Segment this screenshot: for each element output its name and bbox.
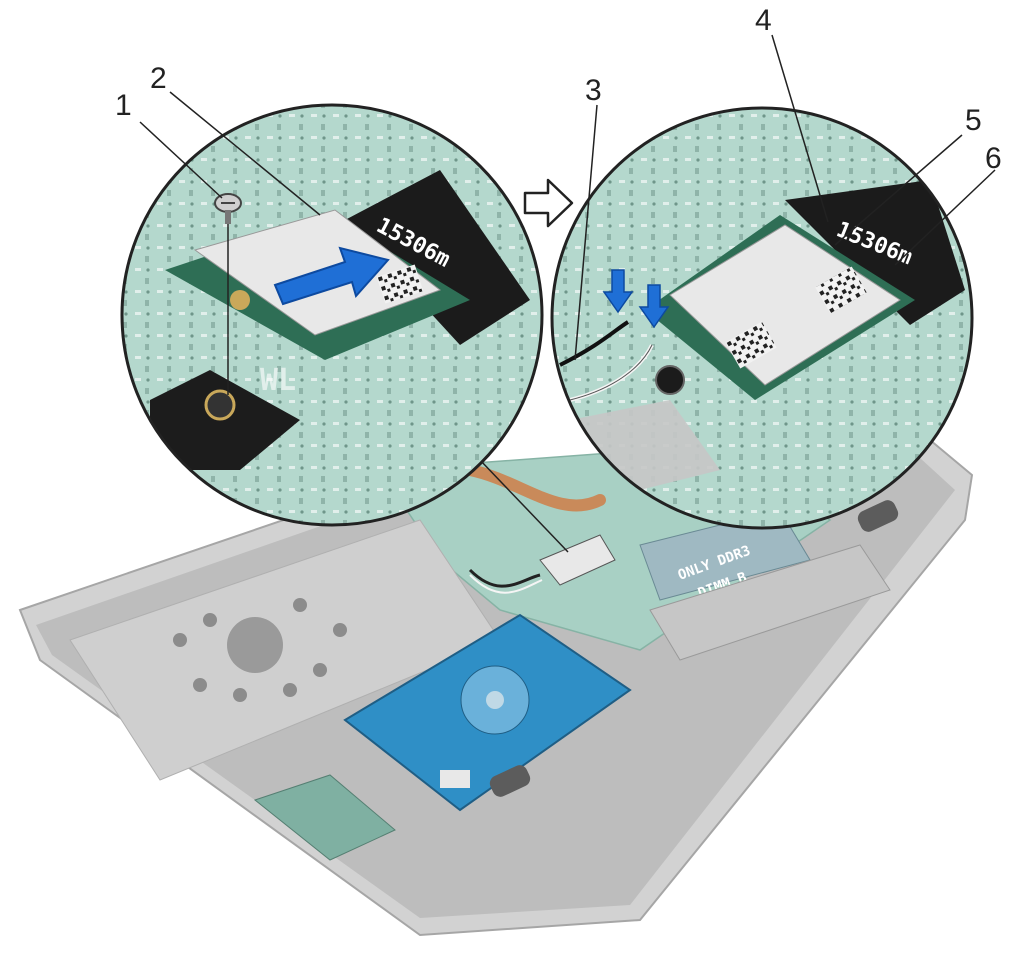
connector-push-arrow-icon [602,269,634,314]
detail-circle-install: 15306m [550,106,974,530]
callout-4: 4 [755,4,772,37]
callout-2: 2 [150,62,167,95]
screw-standoff [150,370,300,470]
wireless-card-right [645,215,915,400]
antenna-cables [559,320,630,367]
callout-6: 6 [985,142,1002,175]
m2-slot-right [785,180,965,325]
outline-right-arrow-icon [523,178,574,228]
callout-leaders [139,34,996,361]
callout-5: 5 [965,104,982,137]
board-text-wl: WL [260,363,296,398]
installed-wireless-card [468,534,616,594]
detail-circle-remove: 15306m WL [120,103,544,527]
callout-1: 1 [115,89,132,122]
connector-push-arrow-icon [638,284,670,329]
push-arrow-icon [273,246,390,306]
callout-3: 3 [585,74,602,107]
callout-labels: 1 2 3 4 5 6 [115,4,1002,175]
m2-slot-left [345,170,530,345]
hard-drive [343,613,632,812]
